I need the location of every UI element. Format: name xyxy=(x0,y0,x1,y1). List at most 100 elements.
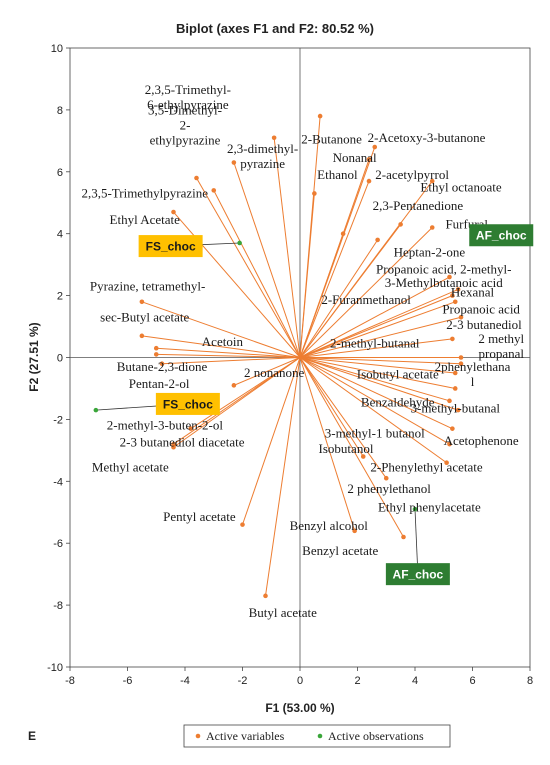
variable-label: Methyl acetate xyxy=(92,459,169,474)
variable-label-line: 2-methyl-butanal xyxy=(330,336,420,351)
variable-label: 2,3,5-Trimethylpyrazine xyxy=(81,185,208,200)
variable-label-line: 2-Acetoxy-3-butanone xyxy=(368,130,486,145)
y-tick-label: 10 xyxy=(51,43,63,55)
variable-point xyxy=(360,454,366,459)
variable-label-line: 2-methyl-3-buten-2-ol xyxy=(107,418,224,433)
variable-point xyxy=(452,386,458,391)
variable-label: Pyrazine, tetramethyl- xyxy=(90,278,206,293)
variable-vector xyxy=(299,180,370,358)
points xyxy=(93,113,475,599)
variable-point xyxy=(231,383,237,388)
variable-label-line: Propanoic acid xyxy=(442,302,520,317)
variable-vector xyxy=(299,357,364,457)
variable-point xyxy=(450,336,455,342)
variable-point xyxy=(452,370,458,376)
variable-vector xyxy=(156,353,301,358)
observation-label-box xyxy=(469,224,534,247)
legend: Active variables Active observations xyxy=(183,724,451,748)
variable-label-line: sec-Butyl acetate xyxy=(100,309,189,324)
variable-label: Ethyl octanoate xyxy=(420,179,501,194)
variable-label-line: 2,3-dimethyl- xyxy=(227,141,298,156)
observation-label-box xyxy=(385,563,450,586)
x-tick-label: -4 xyxy=(180,675,190,687)
variable-point xyxy=(171,444,176,450)
variable-label: sec-Butyl acetate xyxy=(100,309,189,324)
variable-label-line: Acetoin xyxy=(202,334,244,349)
x-tick-label: 0 xyxy=(297,675,303,687)
y-tick-label: -8 xyxy=(53,600,63,612)
variable-label: 2-methyl-3-buten-2-ol xyxy=(107,418,224,433)
variable-vector xyxy=(161,357,301,365)
variable-label-line: l xyxy=(471,374,475,389)
variable-vector xyxy=(273,137,301,358)
variable-label: Ethanol xyxy=(317,167,358,182)
variable-label-line: 2-acetylpyrrol xyxy=(375,167,449,182)
variable-point xyxy=(429,225,435,230)
variable-label: Isobutyl acetate xyxy=(357,367,439,382)
variable-point xyxy=(139,333,145,339)
y-tick-label: 0 xyxy=(57,353,63,365)
variable-point xyxy=(312,191,317,196)
variable-label: Acetoin xyxy=(202,334,244,349)
observation-label: AF_choc xyxy=(393,568,444,582)
y-tick-label: -10 xyxy=(47,662,63,674)
variable-label-line: Butyl acetate xyxy=(249,605,317,620)
variable-point xyxy=(455,407,461,413)
y-tick-label: 8 xyxy=(57,105,63,117)
variable-point xyxy=(447,274,452,280)
variable-point xyxy=(452,299,458,305)
y-tick-label: -2 xyxy=(53,414,63,426)
observation-point xyxy=(412,506,418,512)
x-tick-label: -8 xyxy=(65,675,75,687)
legend-observations-label: Active observations xyxy=(328,729,424,743)
variable-vector xyxy=(299,357,453,430)
legend-observations-marker xyxy=(317,733,323,739)
variable-point xyxy=(447,398,452,404)
variable-point xyxy=(455,287,461,292)
variable-point xyxy=(188,426,194,431)
variable-vector xyxy=(299,338,453,358)
y-tick-label: 2 xyxy=(57,291,63,303)
variable-point xyxy=(450,426,455,431)
x-tick-label: 8 xyxy=(527,675,533,687)
variable-point xyxy=(263,593,268,599)
variable-label-line: Ethyl Acetate xyxy=(110,212,181,227)
variable-label-line: propanal xyxy=(479,346,525,361)
variable-label: Pentan-2-ol xyxy=(129,376,190,391)
variable-vector xyxy=(173,357,301,448)
variable-label: 2 phenylethanol xyxy=(347,481,431,496)
variable-label-line: Benzaldehyde xyxy=(361,394,435,409)
variable-label: Benzaldehyde xyxy=(361,394,435,409)
y-tick-label: -4 xyxy=(53,476,63,488)
variable-point xyxy=(458,355,464,360)
variable-vector xyxy=(156,347,301,358)
variable-label-line: 2phenylethana xyxy=(435,359,511,374)
x-tick-label: -2 xyxy=(238,675,248,687)
variable-label: 3-methyl-1 butanol xyxy=(325,425,425,440)
variable-label-line: 2-Phenylethyl acetate xyxy=(370,459,482,474)
variable-label-line: 2-Furanmethanol xyxy=(321,292,411,307)
variable-vector xyxy=(299,239,379,358)
y-tick-label: 6 xyxy=(57,167,63,179)
variable-label-line: Ethyl phenylacetate xyxy=(378,500,481,515)
variable-point xyxy=(366,157,372,162)
variable-label-line: Butane-2,3-dione xyxy=(117,359,208,374)
variable-label-line: Pentyl acetate xyxy=(163,509,236,524)
variable-label: 2-acetylpyrrol xyxy=(375,167,449,182)
variable-vector xyxy=(299,193,315,358)
variable-label: 2-Butanone xyxy=(301,131,362,146)
variable-label: 2-Furanmethanol xyxy=(321,292,411,307)
variable-point xyxy=(401,534,406,540)
variable-label-line: 2- xyxy=(180,117,191,132)
variable-point xyxy=(240,522,245,527)
variable-label: 2-Acetoxy-3-butanone xyxy=(368,130,486,145)
variable-label-line: ethylpyrazine xyxy=(150,132,221,147)
variable-label-line: Ethanol xyxy=(317,167,358,182)
variable-label-line: 2-Butanone xyxy=(301,131,362,146)
variable-label: Isobutanol xyxy=(319,441,374,456)
x-tick-label: 2 xyxy=(354,675,360,687)
